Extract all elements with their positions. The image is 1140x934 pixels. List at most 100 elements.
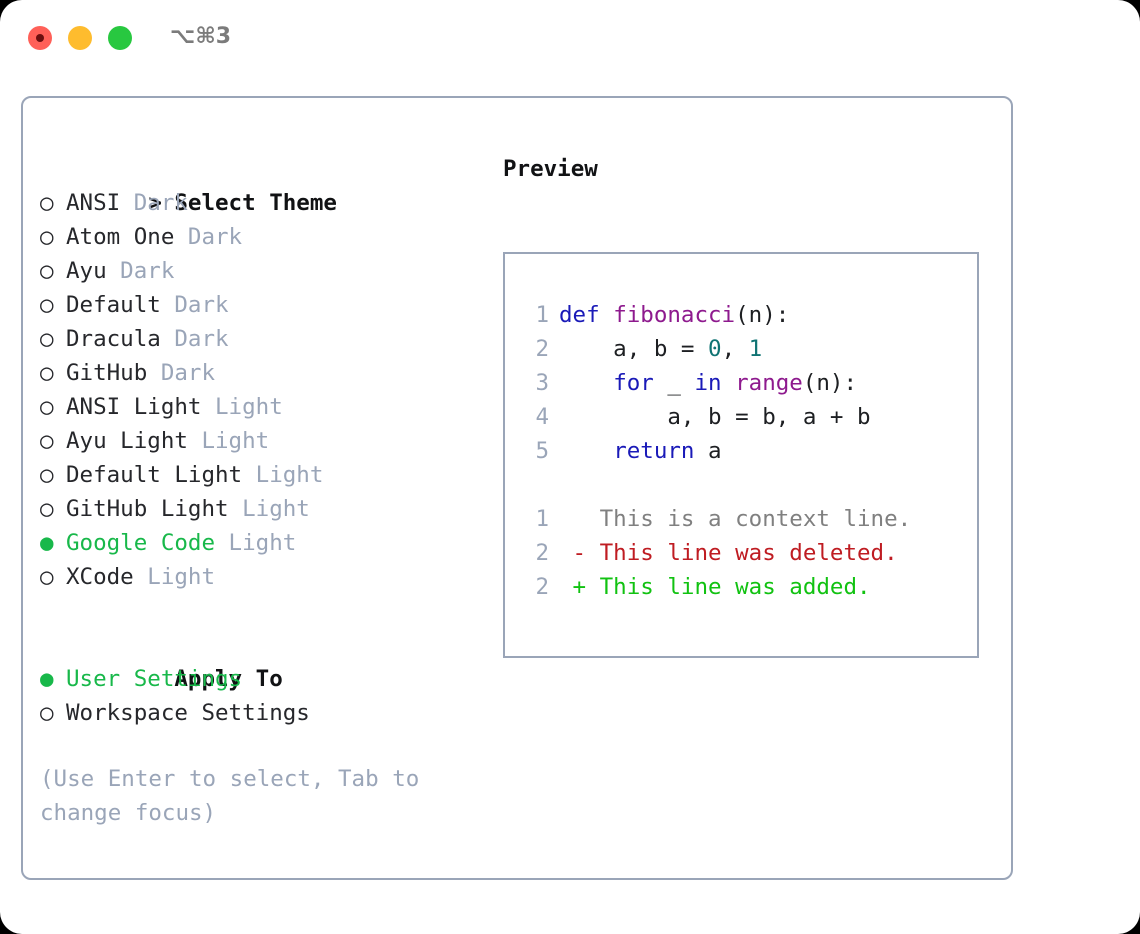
diff-text: - This line was deleted. (559, 540, 898, 566)
line-number: 2 (535, 574, 549, 600)
theme-variant-label: Dark (174, 224, 243, 250)
select-theme-title: Select Theme (174, 190, 337, 216)
list-spacer (40, 594, 490, 628)
theme-list-item[interactable]: ○Default Light Light (40, 458, 490, 492)
radio-unselected-icon: ○ (40, 700, 54, 726)
apply-to-label: Workspace Settings (66, 700, 310, 726)
theme-list-item[interactable]: ○ Default Dark (40, 288, 490, 322)
theme-variant-label: Light (242, 462, 324, 488)
radio-unselected-icon: ○ (40, 496, 54, 522)
theme-list-item[interactable]: ○GitHub Dark (40, 356, 490, 390)
code-token: fibonacci (613, 302, 736, 328)
diff-line: 2 + This line was added. (523, 570, 911, 604)
window-titlebar: ⌥⌘3 (0, 0, 1140, 78)
diff-line: 2 - This line was deleted. (523, 536, 911, 570)
theme-name: Atom One (66, 224, 175, 250)
code-token: a, b = (559, 336, 709, 362)
theme-list-item[interactable]: ○ Atom One Dark (40, 220, 490, 254)
apply-to-options: ●User Settings ○ Workspace Settings (40, 662, 490, 730)
code-token: a (694, 438, 722, 464)
code-token: , (721, 336, 749, 362)
theme-list-item[interactable]: ○Dracula Dark (40, 322, 490, 356)
keyboard-shortcut-label: ⌥⌘3 (170, 24, 232, 49)
code-token: in (694, 370, 722, 396)
code-token (559, 438, 613, 464)
preview-gap (523, 468, 911, 502)
theme-variant-label: Light (228, 496, 310, 522)
theme-variant-label: Light (201, 394, 283, 420)
theme-name: XCode (66, 564, 134, 590)
theme-name: ANSI (66, 190, 121, 216)
theme-name: Dracula (66, 326, 161, 352)
theme-variant-label: Dark (160, 292, 229, 318)
maximize-button[interactable] (108, 26, 132, 50)
line-number: 4 (535, 404, 549, 430)
theme-list-item[interactable]: ● Google Code Light (40, 526, 490, 560)
diff-line: 1 This is a context line. (523, 502, 911, 536)
code-token: _ (653, 370, 695, 396)
radio-unselected-icon: ○ (40, 224, 54, 250)
theme-list-item[interactable]: ○ Ayu Dark (40, 254, 490, 288)
theme-list-item[interactable]: ○ANSI Dark (40, 186, 490, 220)
radio-selected-icon: ● (40, 530, 54, 556)
theme-variant-label: Light (215, 530, 297, 556)
apply-to-title: Apply To (174, 666, 283, 692)
line-number: 5 (535, 438, 549, 464)
diff-text: This is a context line. (559, 506, 912, 532)
theme-name: Default (66, 292, 161, 318)
theme-name: Ayu Light (66, 428, 188, 454)
apply-to-option[interactable]: ●User Settings (40, 662, 490, 696)
code-token: 0 (708, 336, 722, 362)
code-token (559, 370, 613, 396)
code-line: 2 a, b = 0, 1 (523, 332, 911, 366)
code-line: 4 a, b = b, a + b (523, 400, 911, 434)
main-panel: >Select Theme ○ANSI Dark○Atom One Dark○A… (21, 96, 1013, 880)
focus-caret-icon: > (148, 190, 162, 216)
theme-name: GitHub (66, 360, 148, 386)
theme-variant-label: Dark (160, 326, 229, 352)
code-token: (n): (802, 370, 858, 396)
theme-variant-label: Dark (147, 360, 216, 386)
select-theme-header: > Select Theme (40, 152, 490, 216)
theme-list-item[interactable]: ○XCode Light (40, 560, 490, 594)
apply-to-header: Apply To (40, 628, 490, 692)
close-icon (36, 34, 44, 42)
radio-unselected-icon: ○ (40, 564, 54, 590)
radio-unselected-icon: ○ (40, 292, 54, 318)
line-number: 3 (535, 370, 549, 396)
theme-list-item[interactable]: ○Ayu Light Light (40, 424, 490, 458)
close-button[interactable] (28, 26, 52, 50)
code-token: range (735, 370, 803, 396)
theme-list-item[interactable]: ○GitHub Light Light (40, 492, 490, 526)
radio-unselected-icon: ○ (40, 394, 54, 420)
apply-to-label: User Settings (66, 666, 243, 692)
theme-list-item[interactable]: ○ANSI Light Light (40, 390, 490, 424)
theme-variant-label: Dark (106, 258, 175, 284)
radio-unselected-icon: ○ (40, 428, 54, 454)
radio-unselected-icon: ○ (40, 258, 54, 284)
code-token: a, b = b, a + b (559, 404, 871, 430)
minimize-button[interactable] (68, 26, 92, 50)
apply-to-option[interactable]: ○ Workspace Settings (40, 696, 490, 730)
theme-name: Google Code (66, 530, 216, 556)
line-number: 1 (535, 302, 549, 328)
preview-title: Preview (503, 156, 598, 182)
help-text: (Use Enter to select, Tab to change focu… (40, 766, 420, 826)
theme-name: Ayu (66, 258, 107, 284)
diff-text: + This line was added. (559, 574, 871, 600)
theme-name: Default Light (66, 462, 243, 488)
line-number: 1 (535, 506, 549, 532)
code-token: 1 (748, 336, 763, 362)
code-token: (n): (735, 302, 790, 328)
theme-list: ○ANSI Dark○Atom One Dark○Ayu Dark○Defaul… (40, 186, 490, 594)
code-token (722, 370, 736, 396)
radio-unselected-icon: ○ (40, 190, 54, 216)
line-number: 2 (535, 336, 549, 362)
theme-selector-column: >Select Theme ○ANSI Dark○Atom One Dark○A… (40, 152, 490, 730)
code-token: for (613, 370, 654, 396)
